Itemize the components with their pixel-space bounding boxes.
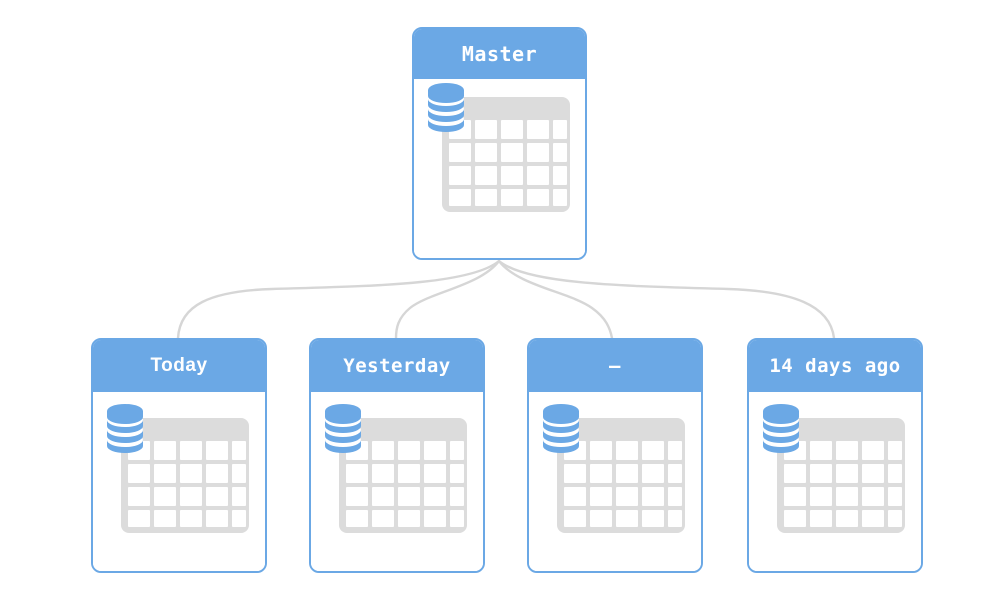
node-yesterday-body (311, 392, 483, 571)
node-master-title: Master (414, 29, 585, 79)
node-dash-title: – (529, 340, 701, 392)
table-grid-icon (121, 418, 249, 533)
database-cylinder-icon (428, 83, 464, 132)
node-14-days-ago-title: 14 days ago (749, 340, 921, 392)
node-14-days-ago-body (749, 392, 921, 571)
table-grid-icon (339, 418, 467, 533)
node-14-days-ago-artwork (763, 404, 905, 533)
node-yesterday[interactable]: Yesterday (309, 338, 485, 573)
node-dash[interactable]: – (527, 338, 703, 573)
database-cylinder-icon (107, 404, 143, 453)
table-grid-icon (442, 97, 570, 212)
table-grid-icon (777, 418, 905, 533)
node-yesterday-title: Yesterday (311, 340, 483, 392)
node-14-days-ago[interactable]: 14 days ago (747, 338, 923, 573)
node-master-body (414, 79, 585, 258)
node-today-title: Today (93, 340, 265, 392)
edge-master-to-yesterday (394, 259, 501, 340)
edge-master-to-14days (497, 259, 836, 340)
edge-master-to-today (176, 259, 501, 340)
table-grid-icon (557, 418, 685, 533)
node-today-body (93, 392, 265, 571)
node-today[interactable]: Today (91, 338, 267, 573)
edge-master-to-dash (497, 259, 614, 340)
database-cylinder-icon (543, 404, 579, 453)
node-dash-artwork (543, 404, 685, 533)
node-yesterday-artwork (325, 404, 467, 533)
node-dash-body (529, 392, 701, 571)
node-master[interactable]: Master (412, 27, 587, 260)
database-cylinder-icon (763, 404, 799, 453)
node-master-artwork (428, 83, 570, 212)
node-today-artwork (107, 404, 249, 533)
database-cylinder-icon (325, 404, 361, 453)
